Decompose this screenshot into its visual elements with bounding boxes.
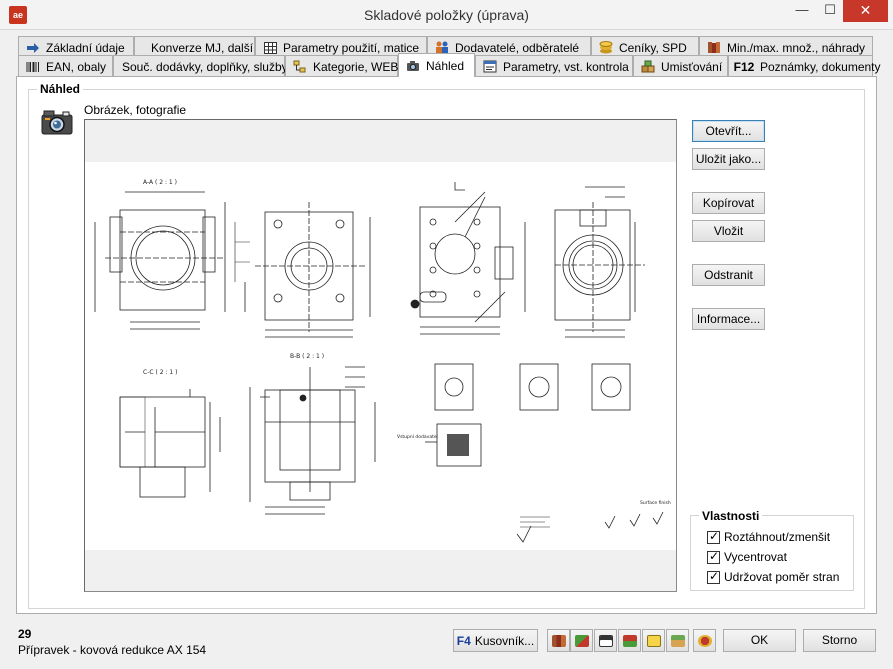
tab-poznamky[interactable]: F12 Poznámky, dokumenty xyxy=(728,55,881,77)
checkbox-checked[interactable] xyxy=(707,549,720,564)
tab-label: Parametry použití, matice xyxy=(283,40,420,55)
tab-label: Náhled xyxy=(426,58,465,73)
tab-label: EAN, obaly xyxy=(46,59,107,74)
toolbar-coins-button[interactable] xyxy=(693,629,716,652)
ok-button[interactable]: OK xyxy=(723,629,796,652)
tab-parametry-pouziti[interactable]: Parametry použití, matice xyxy=(255,36,427,58)
drawing-note: Vstupní dodavatel xyxy=(397,433,438,440)
paste-button[interactable]: Vložit xyxy=(692,220,765,242)
toolbar-books-button[interactable] xyxy=(547,629,570,652)
tree-icon xyxy=(292,60,308,74)
tab-konverze-mj[interactable]: Konverze MJ, další xyxy=(134,36,255,58)
drawing-section-bb: B-B ( 2 : 1 ) xyxy=(290,353,324,360)
info-button[interactable]: Informace... xyxy=(692,308,765,330)
tab-label: Kategorie, WEB xyxy=(313,59,399,74)
tab-label: Umisťování xyxy=(661,59,723,74)
cancel-button[interactable]: Storno xyxy=(803,629,876,652)
maximize-button[interactable]: ☐ xyxy=(824,2,836,17)
camera-icon xyxy=(41,109,73,135)
camera-icon xyxy=(405,59,421,73)
image-label: Obrázek, fotografie xyxy=(84,103,187,117)
books-icon xyxy=(551,634,566,647)
image-preview[interactable]: A-A ( 2 : 1 ) xyxy=(84,119,677,592)
f4-key-icon: F4 xyxy=(456,633,471,648)
books-icon xyxy=(706,41,722,55)
export-icon xyxy=(622,634,637,647)
tab-label: Poznámky, dokumenty xyxy=(760,59,881,74)
item-name: Přípravek - kovová redukce AX 154 xyxy=(18,643,207,657)
save-as-button[interactable]: Uložit jako... xyxy=(692,148,765,170)
tab-souc-dodavky[interactable]: Souč. dodávky, doplňky, služby xyxy=(113,55,288,77)
app-logo: ae xyxy=(9,6,27,24)
title-bar: ae Skladové položky (úprava) — ☐ ✕ xyxy=(0,0,893,30)
toolbar-note-button[interactable] xyxy=(642,629,665,652)
tab-label: Konverze MJ, další xyxy=(151,40,254,55)
drawing-section-cc: C-C ( 2 : 1 ) xyxy=(143,369,177,376)
checkbox-label: Roztáhnout/zmenšit xyxy=(724,530,831,544)
kusovnik-label: Kusovník... xyxy=(474,633,535,648)
kusovnik-button[interactable]: F4 Kusovník... xyxy=(453,629,538,652)
remove-button[interactable]: Odstranit xyxy=(692,264,765,286)
toolbar-table-button[interactable] xyxy=(594,629,617,652)
item-id: 29 xyxy=(18,627,32,641)
tab-label: Dodavatelé, odběratelé xyxy=(455,40,580,55)
tab-ceniky[interactable]: Ceníky, SPD xyxy=(591,36,699,58)
form-icon xyxy=(482,60,498,74)
checkbox-label: Vycentrovat xyxy=(724,550,787,564)
tab-dodavatele[interactable]: Dodavatelé, odběratelé xyxy=(427,36,591,58)
stretch-checkbox[interactable]: Roztáhnout/zmenšit xyxy=(707,529,831,544)
coins-icon xyxy=(598,41,614,55)
toolbar-export-button[interactable] xyxy=(618,629,641,652)
tab-ean-obaly[interactable]: EAN, obaly xyxy=(18,55,113,77)
toolbar-package-button[interactable] xyxy=(666,629,689,652)
checkbox-label: Udržovat poměr stran xyxy=(724,570,840,584)
keep-ratio-checkbox[interactable]: Udržovat poměr stran xyxy=(707,569,840,584)
f12-icon: F12 xyxy=(733,59,755,74)
tab-content-panel: Náhled Obrázek, fotografie A-A ( 2 : 1 ) xyxy=(16,76,877,614)
tab-nahled[interactable]: Náhled xyxy=(398,53,475,77)
tab-min-max[interactable]: Min./max. množ., náhrady xyxy=(699,36,873,58)
edit-icon xyxy=(574,634,589,647)
window-title: Skladové položky (úprava) xyxy=(364,7,529,23)
minimize-button[interactable]: — xyxy=(795,2,809,17)
tab-umistovani[interactable]: Umisťování xyxy=(633,55,728,77)
tab-label: Min./max. množ., náhrady xyxy=(727,40,866,55)
checkbox-checked[interactable] xyxy=(707,569,720,584)
tab-label: Základní údaje xyxy=(46,40,125,55)
package-icon xyxy=(670,634,685,647)
tab-zakladni-udaje[interactable]: Základní údaje xyxy=(18,36,134,58)
table-icon xyxy=(598,634,613,647)
toolbar-edit-button[interactable] xyxy=(570,629,593,652)
grid-icon xyxy=(262,41,278,55)
checkbox-checked[interactable] xyxy=(707,529,720,544)
close-button[interactable]: ✕ xyxy=(843,0,888,22)
copy-button[interactable]: Kopírovat xyxy=(692,192,765,214)
tab-parametry-vst-kontrola[interactable]: Parametry, vst. kontrola xyxy=(475,55,633,77)
drawing-section-aa: A-A ( 2 : 1 ) xyxy=(143,179,177,186)
technical-drawing: A-A ( 2 : 1 ) xyxy=(85,162,676,550)
coins-icon xyxy=(697,634,712,647)
arrow-right-icon xyxy=(25,41,41,55)
open-button[interactable]: Otevřít... xyxy=(692,120,765,142)
barcode-icon xyxy=(25,60,41,74)
tab-label: Parametry, vst. kontrola xyxy=(503,59,629,74)
note-icon xyxy=(646,634,661,647)
tab-label: Souč. dodávky, doplňky, služby xyxy=(122,59,288,74)
boxes-icon xyxy=(640,60,656,74)
preview-group xyxy=(28,89,865,609)
properties-title: Vlastnosti xyxy=(699,509,763,523)
tab-label: Ceníky, SPD xyxy=(619,40,687,55)
preview-group-title: Náhled xyxy=(37,82,84,96)
drawing-surface-finish: Surface finish xyxy=(640,500,671,506)
properties-group: Vlastnosti Roztáhnout/zmenšit Vycentrova… xyxy=(690,509,854,591)
tab-kategorie-web[interactable]: Kategorie, WEB xyxy=(285,55,398,77)
people-icon xyxy=(434,41,450,55)
center-checkbox[interactable]: Vycentrovat xyxy=(707,549,787,564)
